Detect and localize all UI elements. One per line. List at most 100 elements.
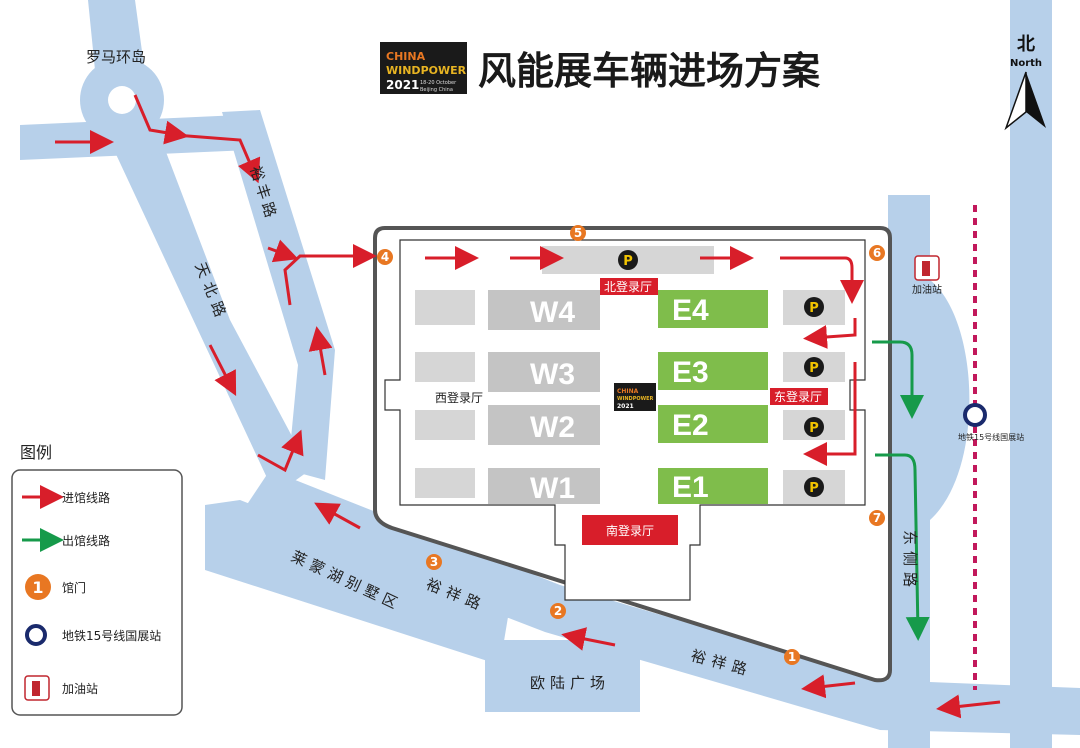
gate-2: 2 (550, 603, 566, 619)
gate-marker-icon (25, 574, 51, 600)
entry-routes (55, 94, 1001, 719)
hall-e3 (658, 352, 768, 390)
legend-item-label: 馆门 (62, 580, 86, 595)
north-arrow: 北 North (1004, 34, 1046, 131)
legend-item-label: 地铁15号线国展站 (62, 629, 161, 643)
south-lobby-badge (582, 515, 678, 545)
gate-number: 3 (430, 555, 438, 569)
hall-w2-label: W2 (530, 411, 575, 444)
parking-icon: P (804, 357, 824, 377)
gas-station-label: 加油站 (912, 283, 942, 296)
roundabout-label: 罗马环岛 (86, 48, 146, 66)
center-logo-year: 2021 (617, 403, 634, 410)
center-logo (614, 383, 656, 411)
gas-pump-icon (32, 681, 40, 696)
header: CHINA WINDPOWER 2021 18-20 October Beiji… (380, 42, 821, 94)
parking-icon: P (804, 417, 824, 437)
hall-e4 (658, 290, 768, 328)
logo-dates: 18-20 October (420, 80, 457, 86)
subway-icon (25, 624, 47, 646)
gate-7: 7 (869, 510, 885, 526)
oulu-label: 欧陆广场 (530, 674, 610, 692)
hall-e2 (658, 405, 768, 443)
west-lobby: 西登录厅 (435, 390, 483, 405)
west-annex (415, 352, 475, 382)
center-logo-line2: WINDPOWER (617, 396, 654, 402)
gate-number: 7 (873, 511, 881, 525)
yuxiang-road (240, 470, 1080, 735)
parking-label: P (809, 481, 819, 496)
east-lobby-badge (770, 388, 828, 405)
hall-w4-label: W4 (530, 296, 575, 329)
east-road (1010, 0, 1052, 748)
horizontal-road (20, 115, 250, 160)
windpower-logo (380, 42, 467, 94)
gas-pump-icon (922, 261, 930, 276)
center-logo-line1: CHINA (617, 388, 639, 395)
legend-item-label: 进馆线路 (62, 490, 110, 505)
logo-place: Beijing China (420, 87, 453, 93)
parking-label: P (623, 254, 633, 269)
north-lobby: 北登录厅 (604, 279, 652, 294)
parking-icon: P (618, 250, 638, 270)
subway-station: 地铁15号线国展站 (958, 403, 1024, 442)
gate-4: 4 (377, 249, 393, 265)
page-title: 风能展车辆进场方案 (478, 49, 821, 93)
gate-number: 4 (381, 250, 389, 264)
west-annex (415, 468, 475, 498)
legend: 图例 进馆线路 出馆线路 1 馆门 地铁15号线国展站 加油站 (11, 443, 183, 716)
west-annex (415, 410, 475, 440)
hall-e1 (658, 468, 768, 504)
south-lobby: 南登录厅 (606, 523, 654, 538)
parking-label: P (809, 361, 819, 376)
parking-icons: P P P P P (618, 250, 824, 497)
logo-year: 2021 (386, 78, 419, 92)
hall-w2 (488, 405, 600, 445)
hall-w1-label: W1 (530, 472, 575, 505)
north-arrow-icon (1026, 72, 1046, 128)
dongce-road (888, 195, 930, 748)
hall-e1-label: E1 (672, 471, 709, 504)
halls: W4 W3 W2 W1 E4 E3 E2 E1 (415, 246, 845, 505)
roundabout-center (108, 86, 136, 114)
gas-station: 加油站 (912, 255, 942, 296)
subway-icon (963, 403, 987, 427)
north-arrow-icon (1004, 71, 1027, 131)
gates: 1 2 3 4 5 6 7 (377, 225, 885, 665)
gate-number: 5 (574, 226, 582, 240)
logo-line1: CHINA (386, 50, 426, 63)
hall-e2-label: E2 (672, 409, 709, 442)
hall-e3-label: E3 (672, 356, 709, 389)
gate-number: 6 (873, 246, 881, 260)
parking-label: P (809, 301, 819, 316)
hall-w3-label: W3 (530, 358, 575, 391)
oulu-block (485, 640, 640, 712)
parking-icon: P (804, 477, 824, 497)
hall-w4 (488, 290, 600, 330)
exit-routes (872, 340, 930, 641)
hall-w1 (488, 468, 600, 504)
gate-number: 2 (554, 604, 562, 618)
parking-label: P (809, 421, 819, 436)
gate-3: 3 (426, 554, 442, 570)
north-lobby-badge (600, 278, 658, 295)
roads (20, 0, 1080, 748)
gate-6: 6 (869, 245, 885, 261)
north-label-cn: 北 (1017, 34, 1035, 55)
gate-number: 1 (788, 650, 796, 664)
subway-station-label: 地铁15号线国展站 (958, 432, 1024, 442)
yufeng-road (222, 110, 335, 480)
west-annex (415, 290, 475, 325)
hall-w3 (488, 352, 600, 392)
parking-icon: P (804, 297, 824, 317)
gate-1: 1 (784, 649, 800, 665)
gate-marker-number: 1 (32, 578, 43, 597)
legend-title: 图例 (20, 443, 52, 462)
legend-item-label: 出馆线路 (62, 533, 110, 548)
gate-5: 5 (570, 225, 586, 241)
hall-e4-label: E4 (672, 294, 709, 327)
logo-line2: WINDPOWER (386, 64, 467, 77)
legend-item-label: 加油站 (62, 682, 98, 696)
laimeng-block (205, 500, 510, 665)
